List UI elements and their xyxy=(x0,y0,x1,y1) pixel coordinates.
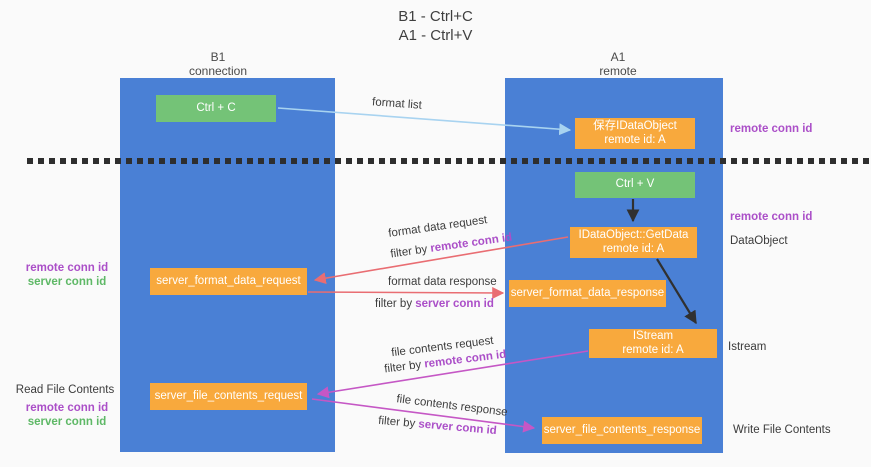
right-label-istream: Istream xyxy=(728,341,767,353)
node-save-idataobject-line1: 保存IDataObject xyxy=(593,120,677,132)
left-label-read-file-contents: Read File Contents xyxy=(15,384,115,396)
node-idataobject-getdata-line1: IDataObject::GetData xyxy=(578,229,689,241)
left-remote-conn-id-1: remote conn id xyxy=(25,262,109,274)
node-server-file-contents-response: server_file_contents_response xyxy=(542,417,702,444)
node-server-format-data-response: server_format_data_response xyxy=(509,280,666,307)
title-line-2: A1 - Ctrl+V xyxy=(398,27,473,44)
node-server-file-contents-request-label: server_file_contents_request xyxy=(154,389,303,402)
node-server-file-contents-request: server_file_contents_request xyxy=(150,383,307,410)
left-label-conn-ids-2: remote conn id server conn id xyxy=(16,402,118,429)
node-server-format-data-request: server_format_data_request xyxy=(150,268,307,295)
server-conn-id-highlight: server conn id xyxy=(415,298,494,310)
label-format-list: format list xyxy=(371,96,423,112)
label-file-contents-response: file contents response xyxy=(395,393,509,419)
left-server-conn-id-2: server conn id xyxy=(27,415,107,428)
filter-by-prefix: filter by xyxy=(389,242,432,261)
node-idataobject-getdata: IDataObject::GetData remote id: A xyxy=(570,227,697,258)
diagram-title: B1 - Ctrl+C A1 - Ctrl+V xyxy=(0,7,871,45)
remote-conn-id-highlight: remote conn id xyxy=(429,231,513,255)
left-server-conn-id-1: server conn id xyxy=(27,275,107,288)
server-conn-id-highlight: server conn id xyxy=(417,418,498,438)
node-istream-line2: remote id: A xyxy=(622,343,684,356)
filter-by-prefix: filter by xyxy=(383,358,426,376)
right-column-subtitle: remote xyxy=(599,64,637,78)
left-column-subtitle: connection xyxy=(188,64,248,78)
copy-paste-divider-dashed-line xyxy=(27,158,871,164)
left-remote-conn-id-2: remote conn id xyxy=(25,402,109,414)
right-label-remote-conn-id-1: remote conn id xyxy=(730,123,813,135)
node-server-format-data-request-label: server_format_data_request xyxy=(156,274,301,287)
left-column-header: B1 connection xyxy=(148,50,288,78)
filter-by-prefix: filter by xyxy=(377,414,419,431)
node-save-idataobject: 保存IDataObject remote id: A xyxy=(575,118,695,149)
node-ctrl-v-label: Ctrl + V xyxy=(615,178,655,191)
right-label-dataobject: DataObject xyxy=(730,235,788,247)
node-ctrl-v: Ctrl + V xyxy=(575,172,695,198)
title-line-1: B1 - Ctrl+C xyxy=(398,8,473,25)
node-server-format-data-response-label: server_format_data_response xyxy=(510,286,665,299)
arrow-format-data-response xyxy=(307,286,505,299)
node-ctrl-c-label: Ctrl + C xyxy=(196,101,236,114)
node-istream: IStream remote id: A xyxy=(589,329,717,358)
label-filter-by-server-conn-id-1: filter by server conn id xyxy=(375,298,494,311)
left-label-conn-ids-1: remote conn id server conn id xyxy=(16,262,118,289)
node-istream-line1: IStream xyxy=(632,330,674,342)
right-column-name: A1 xyxy=(610,50,626,64)
node-idataobject-getdata-line2: remote id: A xyxy=(602,242,665,255)
right-column-header: A1 remote xyxy=(548,50,688,78)
node-ctrl-c: Ctrl + C xyxy=(156,95,276,122)
node-server-file-contents-response-label: server_file_contents_response xyxy=(543,423,701,436)
left-column-name: B1 xyxy=(210,50,226,64)
node-save-idataobject-line2: remote id: A xyxy=(604,133,666,146)
label-format-data-response: format data response xyxy=(388,276,497,288)
right-label-write-file-contents: Write File Contents xyxy=(733,424,831,436)
filter-by-prefix: filter by xyxy=(375,298,416,310)
label-filter-by-server-conn-id-2: filter by server conn id xyxy=(377,414,498,438)
right-label-remote-conn-id-2: remote conn id xyxy=(730,211,813,223)
